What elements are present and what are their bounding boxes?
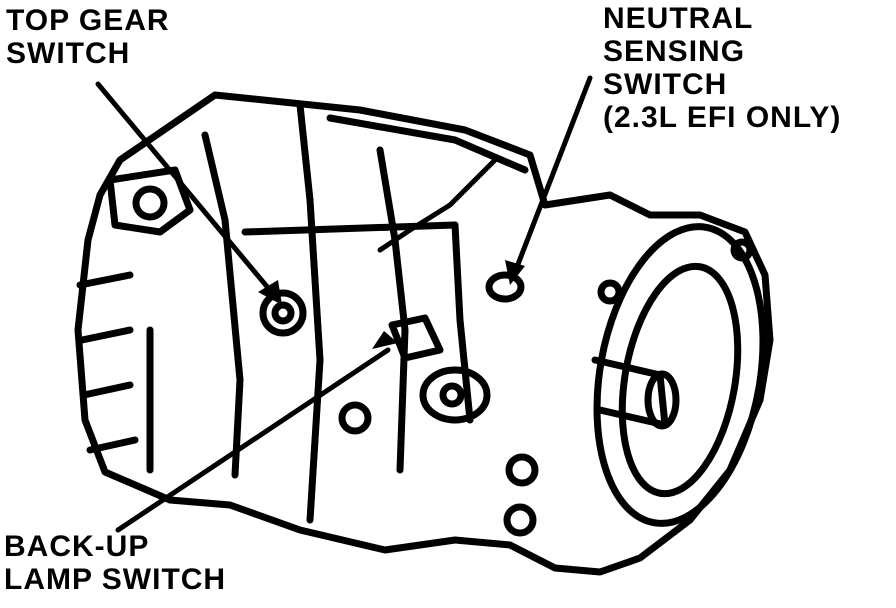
- leader-backup: [115, 347, 391, 533]
- case-outline: [74, 91, 774, 576]
- arrowhead-neutral: [505, 260, 525, 285]
- backup-label-line-1: BACK-UP: [4, 530, 150, 563]
- output-shaft-end: [644, 370, 680, 430]
- bolt-4: [597, 279, 623, 305]
- backup-switch-body: [388, 314, 444, 362]
- top-gear-switch-center: [271, 301, 295, 325]
- left-mount-boss: [106, 166, 194, 236]
- fin-2: [78, 326, 134, 344]
- backup-label-line-2: LAMP SWITCH: [4, 563, 227, 596]
- case-rib-4: [241, 221, 459, 236]
- case-rib-6: [451, 221, 474, 424]
- bolt-5: [730, 238, 754, 262]
- neutral-label-line-3: SWITCH: [603, 68, 728, 101]
- top-gear-switch-body: [259, 289, 307, 337]
- bolt-2: [505, 453, 539, 487]
- top-gear-label-line-2: SWITCH: [6, 37, 131, 70]
- arrowhead-top-gear: [258, 280, 282, 305]
- case-rib-2: [296, 101, 324, 524]
- backup-lamp-switch-label: BACK-UP LAMP SWITCH: [4, 530, 226, 596]
- leader-neutral: [512, 75, 593, 275]
- fin-3: [80, 381, 134, 399]
- fin-4: [86, 436, 139, 454]
- neutral-label-line-1: NEUTRAL: [603, 2, 754, 35]
- top-gear-label-line-1: TOP GEAR: [6, 4, 170, 37]
- bolt-3: [503, 503, 537, 537]
- neutral-label-line-2: SENSING: [603, 35, 746, 68]
- bolt-1: [338, 401, 372, 435]
- leader-top-gear: [95, 81, 277, 298]
- fin-1: [76, 271, 134, 289]
- lower-boss-hole: [439, 382, 465, 408]
- neutral-label-line-4: (2.3L EFI ONLY): [603, 101, 842, 134]
- case-rib-1: [201, 131, 244, 479]
- case-rib-3: [326, 114, 529, 174]
- left-mount-hole: [132, 185, 168, 221]
- neutral-sensing-switch-label: NEUTRAL SENSING SWITCH (2.3L EFI ONLY): [603, 2, 841, 134]
- arrowhead-backup: [372, 331, 398, 349]
- output-shaft: [591, 356, 669, 429]
- case-rib-5: [376, 146, 409, 474]
- lower-boss: [419, 366, 491, 424]
- top-gear-switch-label: TOP GEAR SWITCH: [6, 4, 170, 70]
- neutral-switch-body: [485, 271, 525, 303]
- wiring-harness: [377, 157, 498, 253]
